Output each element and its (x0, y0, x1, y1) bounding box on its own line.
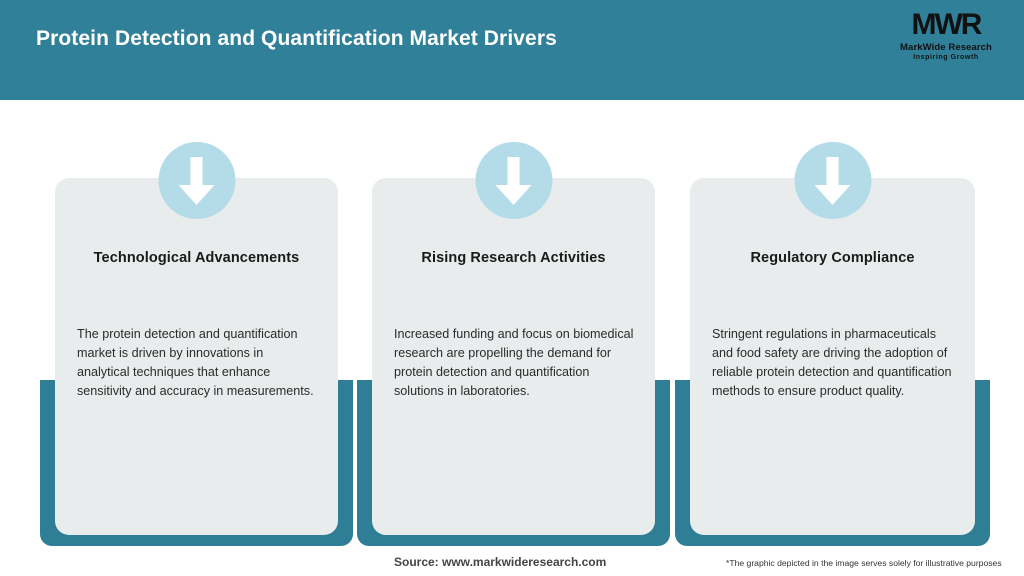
logo-monogram: MWR (911, 8, 983, 41)
logo-company-name: MarkWide Research (900, 42, 992, 53)
company-logo: MWR MarkWide Research Inspiring Growth (890, 8, 1002, 70)
page-title: Protein Detection and Quantification Mar… (36, 27, 557, 50)
source-label: Source: www.markwideresearch.com (394, 555, 607, 569)
card-panel: Technological Advancements The protein d… (55, 178, 338, 535)
disclaimer-label: *The graphic depicted in the image serve… (726, 558, 1002, 568)
arrow-down-icon (794, 142, 871, 219)
card-description: The protein detection and quantification… (77, 327, 314, 398)
card-title: Rising Research Activities (421, 250, 606, 266)
card-title: Technological Advancements (93, 250, 300, 266)
card-description: Increased funding and focus on biomedica… (394, 327, 634, 398)
header-bar: Protein Detection and Quantification Mar… (0, 0, 1024, 100)
driver-card-1: Technological Advancements The protein d… (40, 0, 353, 576)
card-title: Regulatory Compliance (750, 250, 915, 266)
arrow-down-icon (158, 142, 235, 219)
card-panel: Rising Research Activities Increased fun… (372, 178, 655, 535)
logo-tagline: Inspiring Growth (913, 54, 979, 61)
arrow-down-icon (475, 142, 552, 219)
driver-card-2: Rising Research Activities Increased fun… (357, 0, 670, 576)
driver-card-3: Regulatory Compliance Stringent regulati… (675, 0, 990, 576)
card-panel: Regulatory Compliance Stringent regulati… (690, 178, 975, 535)
card-description: Stringent regulations in pharmaceuticals… (712, 327, 952, 398)
